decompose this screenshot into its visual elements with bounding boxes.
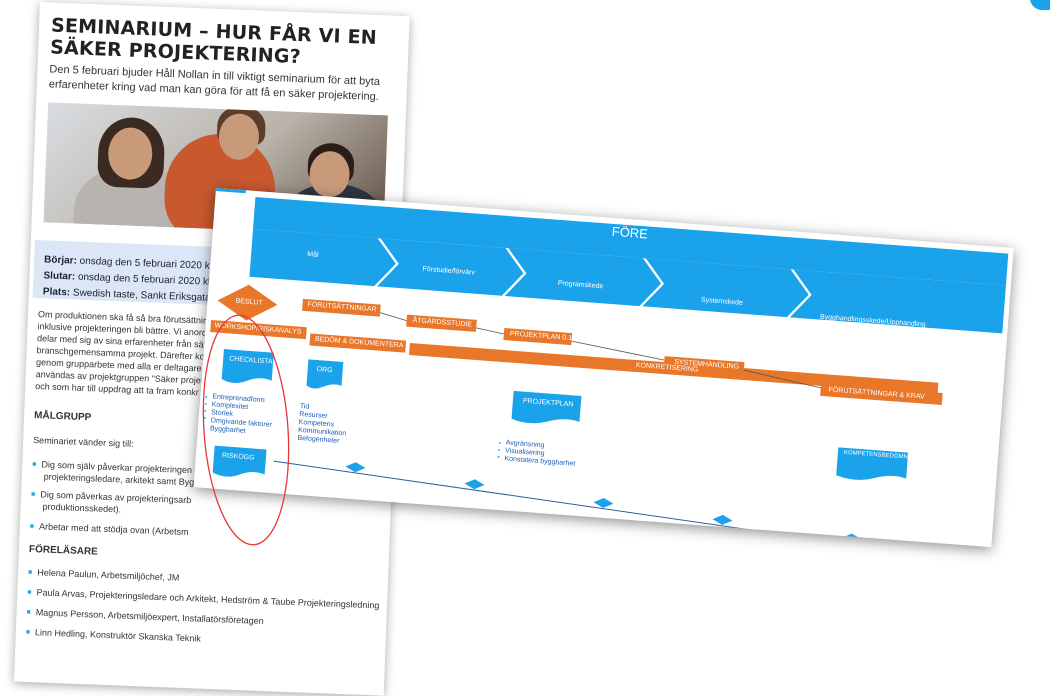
kompetens-doc	[836, 447, 909, 480]
checklista-doc	[221, 349, 274, 383]
riskogg-doc	[212, 445, 267, 477]
atgardsstudie-box	[406, 314, 477, 332]
corner-badge-icon	[1030, 0, 1050, 10]
phase-chevron-system	[642, 258, 809, 318]
bedom-box	[309, 333, 407, 353]
milestone-diamond	[345, 462, 366, 473]
phase-chevron-program	[504, 248, 662, 307]
workshop-box	[210, 320, 307, 340]
beslut-diamond	[217, 284, 278, 321]
top-band	[254, 196, 1009, 270]
phase-chevron-bygghandling	[789, 269, 1006, 334]
milestone-diamond	[712, 514, 733, 525]
arrow	[476, 327, 504, 335]
forutsattningar-krav-box	[820, 383, 943, 406]
fore-band	[253, 208, 1008, 286]
corner-accent	[215, 188, 246, 194]
arrow	[743, 369, 821, 389]
red-highlight-circle	[202, 314, 290, 546]
phase-chevron-forstudie	[377, 238, 524, 296]
forutsattningar-box	[302, 298, 381, 317]
projektplan-box	[503, 328, 573, 346]
phase-chevron-mal	[249, 228, 396, 287]
arrow	[379, 312, 407, 322]
process-slide: FÖRE Mål Förstudie/förvärv Programskede …	[193, 188, 1014, 548]
projektplan-doc	[511, 390, 582, 424]
arrow	[571, 340, 665, 361]
process-diagram	[203, 188, 1009, 548]
milestone-diamond	[464, 479, 485, 490]
konkretisering-bar	[409, 342, 939, 395]
milestone-diamond	[593, 497, 614, 508]
org-doc	[306, 359, 344, 389]
